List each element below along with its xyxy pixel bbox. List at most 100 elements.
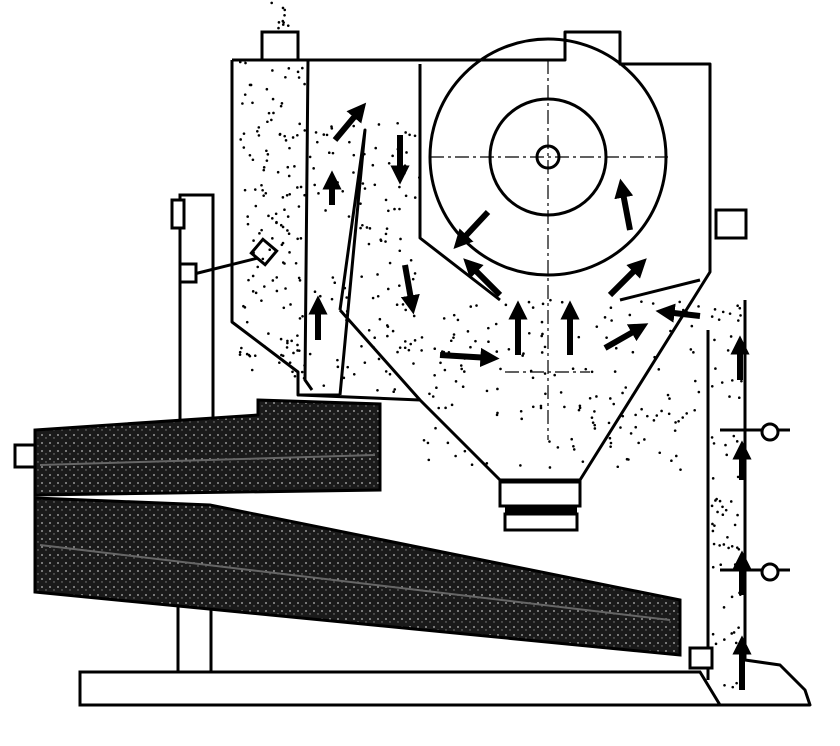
particle-dot (737, 548, 741, 551)
particle-dot (470, 463, 474, 467)
particle-dot (348, 140, 351, 144)
particle-dot (426, 441, 430, 445)
particle-dot (443, 368, 447, 372)
particle-dot (495, 350, 499, 353)
particle-dot (407, 348, 411, 352)
particle-dot (609, 445, 612, 448)
particle-dot (731, 685, 735, 689)
particle-dot (669, 329, 672, 333)
particle-dot (280, 102, 284, 105)
particle-dot (499, 367, 502, 371)
particle-dot (559, 391, 563, 394)
particle-dot (300, 370, 304, 374)
particle-dot (318, 294, 322, 298)
particle-dot (531, 376, 535, 380)
particle-dot (367, 329, 371, 332)
particle-dot (363, 361, 367, 364)
particle-dot (398, 207, 401, 211)
particle-dot (621, 414, 625, 418)
particle-dot (254, 291, 258, 295)
particle-dot (373, 336, 377, 339)
particle-dot (412, 314, 416, 318)
particle-dot (330, 297, 334, 301)
particle-dot (330, 125, 333, 128)
particle-dot (452, 313, 456, 317)
fan-rotor (428, 37, 668, 440)
particle-dot (281, 225, 285, 229)
particle-dot (279, 223, 283, 227)
particle-dot (238, 350, 242, 354)
particle-dot (610, 319, 613, 322)
particle-dot (593, 410, 596, 413)
particle-dot (667, 412, 671, 416)
particle-dot (454, 454, 457, 458)
particle-dot (368, 227, 372, 230)
particle-dot (689, 348, 693, 351)
particle-dot (278, 132, 282, 136)
particle-dot (485, 462, 489, 465)
particle-dot (288, 146, 291, 150)
particle-dot (609, 397, 612, 400)
particle-dot (308, 352, 312, 356)
particle-dot (487, 326, 490, 330)
particle-dot (267, 214, 270, 218)
particle-dot (352, 372, 356, 376)
particle-dot (549, 298, 552, 302)
particle-dot (434, 426, 437, 430)
particle-dot (298, 317, 302, 320)
particle-dot (413, 196, 417, 199)
particle-dot (428, 392, 431, 396)
particle-dot (540, 320, 544, 324)
particle-dot (387, 209, 390, 213)
particle-dot (331, 151, 335, 155)
particle-dot (281, 6, 285, 10)
particle-dot (245, 352, 249, 356)
particle-dot (466, 330, 470, 333)
particle-dot (352, 171, 355, 174)
particle-dot (285, 346, 289, 349)
particle-dot (313, 183, 316, 187)
particle-dot (713, 338, 716, 342)
particle-dot (571, 367, 575, 371)
particle-dot (296, 133, 299, 137)
particle-dot (267, 332, 270, 335)
particle-dot (272, 111, 275, 115)
particle-dot (359, 202, 362, 205)
particle-dot (262, 194, 265, 197)
particle-dot (539, 406, 543, 410)
particle-dot (275, 289, 279, 293)
particle-dot (392, 390, 395, 393)
particle-dot (614, 346, 618, 350)
particle-dot (734, 641, 738, 645)
particle-dot (439, 361, 442, 365)
particle-dot (712, 442, 716, 445)
particle-dot (296, 349, 299, 352)
particle-dot (730, 595, 734, 599)
particle-dot (628, 313, 632, 317)
particle-dot (245, 320, 249, 324)
particle-dot (572, 445, 575, 448)
particle-dot (286, 165, 290, 169)
particle-dot (724, 508, 728, 512)
particle-dot (710, 504, 714, 508)
particle-dot (393, 388, 397, 391)
particle-dot (548, 440, 551, 443)
particle-dot (347, 215, 351, 218)
particle-dot (393, 207, 396, 211)
particle-dot (736, 475, 740, 479)
particle-dot (275, 276, 279, 279)
particle-dot (301, 315, 304, 318)
particle-dot (298, 279, 302, 282)
particle-dot (281, 261, 285, 264)
particle-dot (336, 358, 339, 362)
particle-dot (710, 315, 714, 318)
particle-dot (541, 332, 544, 336)
particle-dot (685, 412, 688, 415)
particle-dot (733, 523, 737, 527)
particle-dot (738, 306, 742, 310)
particle-dot (634, 425, 638, 429)
particle-dot (246, 215, 249, 218)
particle-dot (718, 544, 721, 547)
particle-dot (454, 380, 458, 383)
